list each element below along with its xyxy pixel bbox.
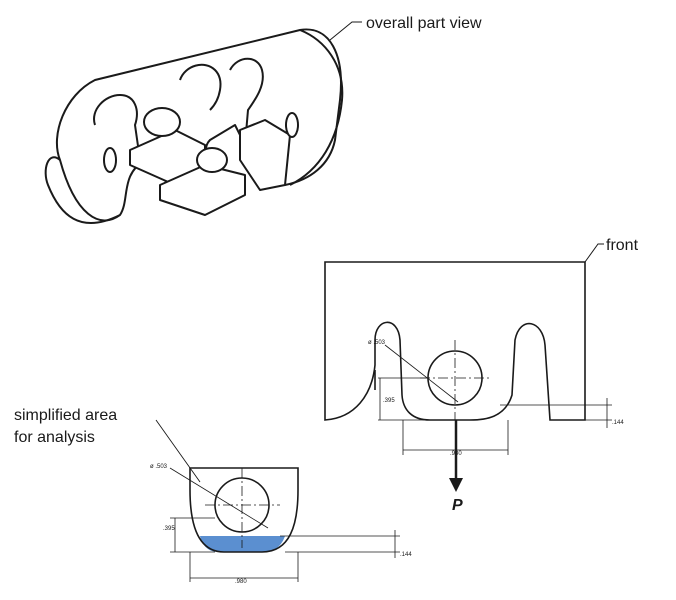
- simplified-thickness-label: .144: [400, 552, 412, 558]
- simplified-label-line1: simplified area: [14, 407, 117, 424]
- front-dimensions: [378, 344, 612, 455]
- isometric-part-view: [44, 28, 344, 225]
- simplified-leader: [155, 419, 201, 483]
- simplified-label-line2: for analysis: [14, 429, 95, 446]
- simplified-centerlines: [205, 468, 280, 548]
- load-label: P: [452, 497, 463, 514]
- front-leader: [584, 243, 604, 263]
- front-dia-label: ø .503: [368, 340, 386, 346]
- simplified-dimensions: [169, 467, 400, 582]
- simplified-height-label: .395: [163, 526, 175, 532]
- front-height-label: .395: [383, 398, 395, 404]
- simplified-width-label: .980: [235, 579, 247, 585]
- front-label: front: [606, 237, 639, 254]
- load-arrow: [449, 420, 463, 492]
- simplified-dia-label: ø .503: [150, 464, 168, 470]
- overall-part-view-label: overall part view: [366, 15, 482, 32]
- front-centerlines: [420, 340, 492, 420]
- front-thickness-label: .144: [612, 420, 624, 426]
- analysis-area-highlight: [200, 536, 285, 552]
- overall-view-leader: [329, 21, 362, 41]
